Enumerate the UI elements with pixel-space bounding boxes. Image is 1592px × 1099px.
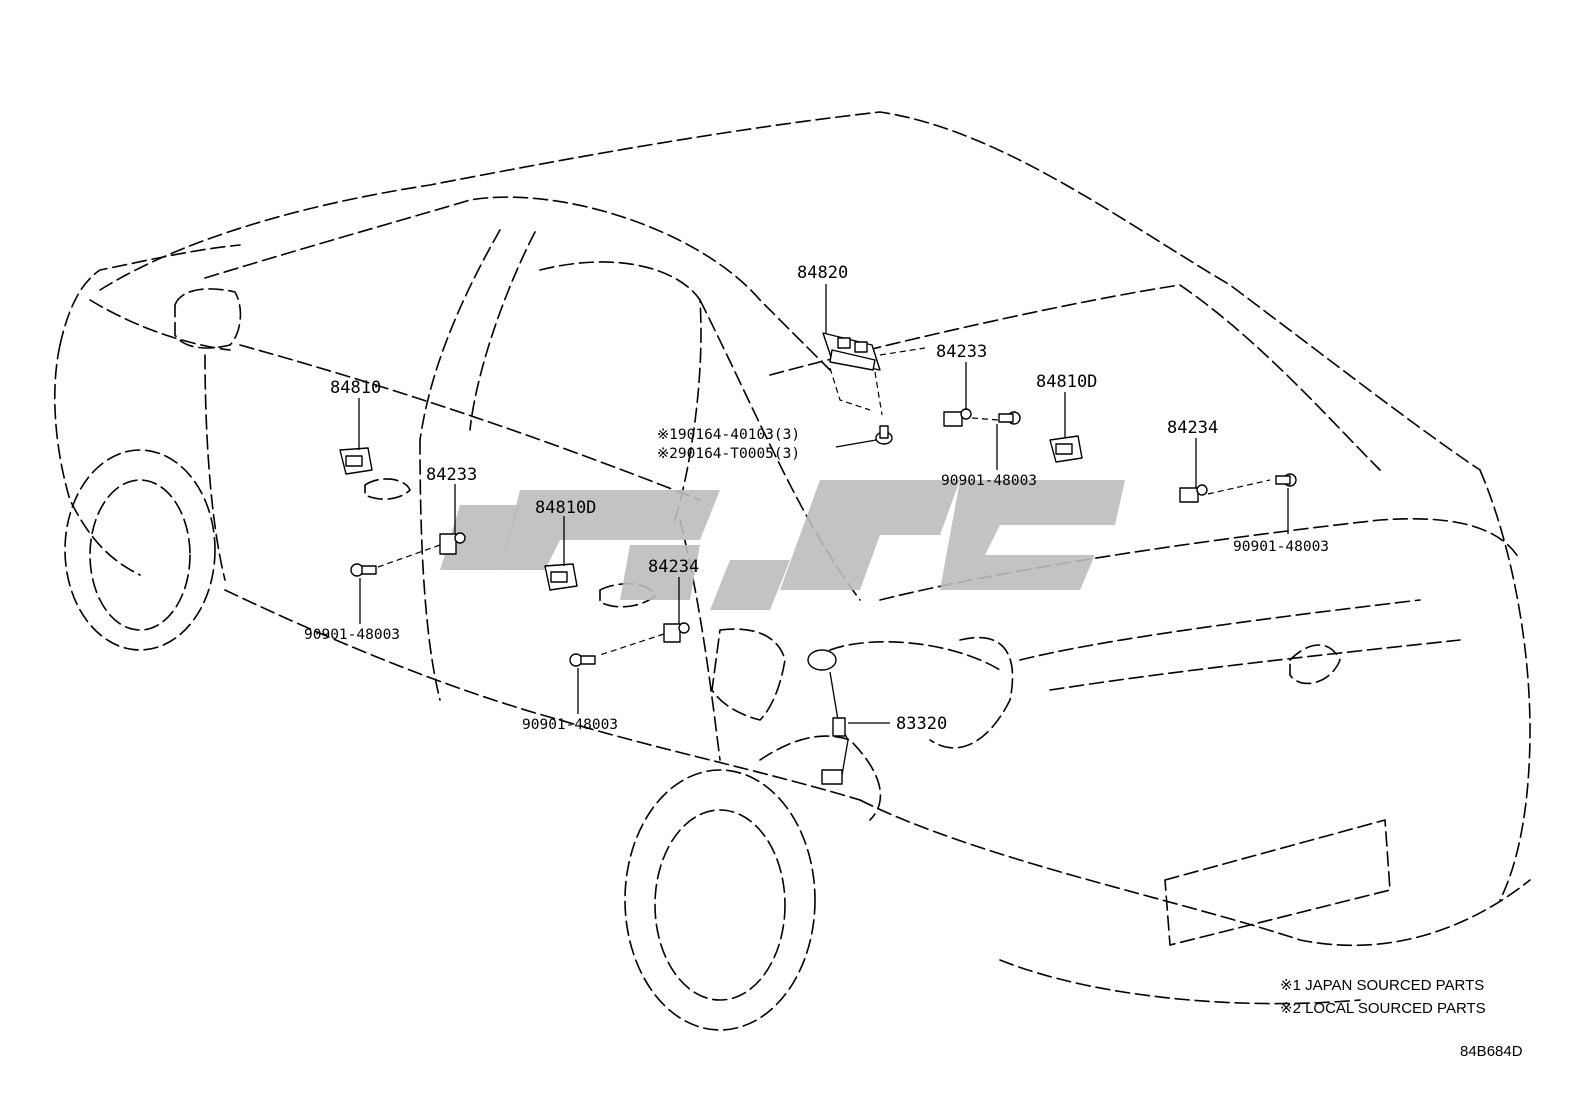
leader-lines xyxy=(358,284,1289,724)
callout-bolt-front: 90901-48003 xyxy=(304,627,400,643)
callout-84810d-right: 84810D xyxy=(1036,372,1097,392)
rear-courtesy-switch xyxy=(663,622,690,643)
front-door-window-switch xyxy=(339,447,373,475)
callout-screw-japan: ※190164-40103(3) xyxy=(657,427,800,443)
note-japan-sourced: ※1 JAPAN SOURCED PARTS xyxy=(1280,977,1484,994)
fuel-sender-gauge xyxy=(807,649,849,785)
callout-84234: 84234 xyxy=(648,557,699,577)
bolt-icon xyxy=(998,411,1021,425)
power-window-master-switch xyxy=(822,332,881,371)
trunk-courtesy-switch xyxy=(1179,484,1208,503)
rear-door-window-switch xyxy=(544,563,578,591)
callout-bolt-center: 90901-48003 xyxy=(941,473,1037,489)
rear-right-door-window-switch xyxy=(1049,435,1083,463)
watermark-logo xyxy=(440,480,1125,610)
callout-84810: 84810 xyxy=(330,378,381,398)
bolt-icon xyxy=(569,653,596,667)
callout-84233-right: 84233 xyxy=(936,342,987,362)
note-local-sourced: ※2 LOCAL SOURCED PARTS xyxy=(1280,1000,1486,1017)
screw-icon xyxy=(875,425,893,445)
callout-84820: 84820 xyxy=(797,263,848,283)
bolt-icon xyxy=(1275,473,1297,487)
rear-wheel xyxy=(624,769,816,1031)
right-courtesy-switch xyxy=(943,408,972,427)
front-wheel xyxy=(64,449,216,651)
front-courtesy-switch xyxy=(439,532,466,555)
callout-84810d: 84810D xyxy=(535,498,596,518)
bolt-icon xyxy=(350,563,377,577)
callout-83320: 83320 xyxy=(896,714,947,734)
callout-screw-local: ※290164-T0005(3) xyxy=(657,446,800,462)
figure-code: 84B684D xyxy=(1460,1043,1523,1060)
callout-84234-right: 84234 xyxy=(1167,418,1218,438)
callout-bolt-rear-left: 90901-48003 xyxy=(522,717,618,733)
callout-bolt-right: 90901-48003 xyxy=(1233,539,1329,555)
callout-84233: 84233 xyxy=(426,465,477,485)
